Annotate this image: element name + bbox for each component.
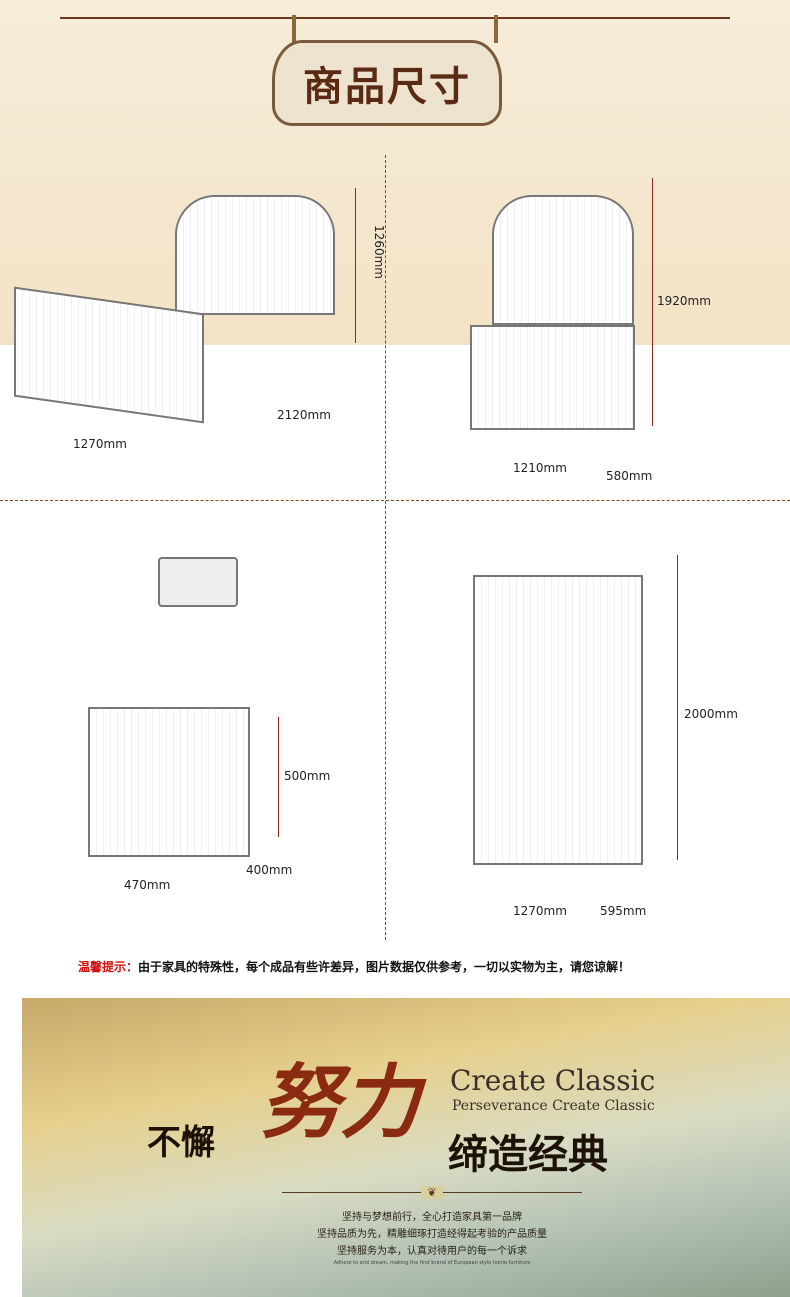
dim-line: [652, 178, 653, 426]
banner-big-text: 努力: [260, 1055, 420, 1149]
desk-height: 1920mm: [657, 294, 711, 308]
banner-en-sub: Perseverance Create Classic: [452, 1098, 655, 1114]
bed-width: 1270mm: [73, 437, 127, 451]
desk-hutch-image: [492, 195, 634, 325]
ornament-glyph: ❦: [421, 1186, 443, 1199]
brand-banner: 不懈 努力 Create Classic Perseverance Create…: [22, 998, 790, 1297]
sign-rope: [292, 15, 296, 43]
header-rule: [60, 17, 730, 19]
page-title: 商品尺寸: [272, 40, 502, 126]
banner-cn-title: 缔造经典: [448, 1131, 608, 1178]
dim-line: [278, 717, 279, 837]
slogan-line: 坚持与梦想前行，全心打造家具第一品牌: [342, 1212, 522, 1223]
divider-vertical: [385, 155, 386, 940]
nightstand-height: 500mm: [284, 769, 331, 783]
slogan-line: 坚持服务为本，认真对待用户的每一个诉求: [337, 1246, 527, 1257]
wardrobe-depth: 595mm: [600, 904, 647, 918]
wardrobe-width: 1270mm: [513, 904, 567, 918]
bed-height: 1260mm: [371, 225, 386, 279]
nightstand-width: 470mm: [124, 878, 171, 892]
ornament-icon: ❦: [282, 1186, 582, 1199]
nightstand-image: [88, 707, 250, 857]
bed-headboard-image: [175, 195, 335, 315]
banner-en-title: Create Classic: [450, 1064, 656, 1097]
desk-image: [470, 325, 635, 430]
dim-line: [677, 555, 678, 860]
lamp-image: [158, 557, 238, 607]
banner-left-text: 不懈: [147, 1123, 215, 1163]
notice-label: 温馨提示：: [78, 960, 139, 974]
desk-width: 1210mm: [513, 461, 567, 475]
slogan-english: Adhere to and dream, making the first br…: [333, 1260, 531, 1266]
wardrobe-image: [473, 575, 643, 865]
slogan-line: 坚持品质为先，精雕细琢打造经得起考验的产品质量: [317, 1229, 547, 1240]
nightstand-depth: 400mm: [246, 863, 293, 877]
divider-horizontal: [0, 500, 790, 501]
dim-line: [355, 188, 356, 343]
sign-rope: [494, 15, 498, 43]
wardrobe-height: 2000mm: [684, 707, 738, 721]
notice-text: 由于家具的特殊性，每个成品有些许差异，图片数据仅供参考，一切以实物为主，请您谅解…: [138, 960, 631, 974]
notice: 温馨提示：由于家具的特殊性，每个成品有些许差异，图片数据仅供参考，一切以实物为主…: [78, 958, 630, 975]
bed-length: 2120mm: [277, 408, 331, 422]
desk-depth: 580mm: [606, 469, 653, 483]
